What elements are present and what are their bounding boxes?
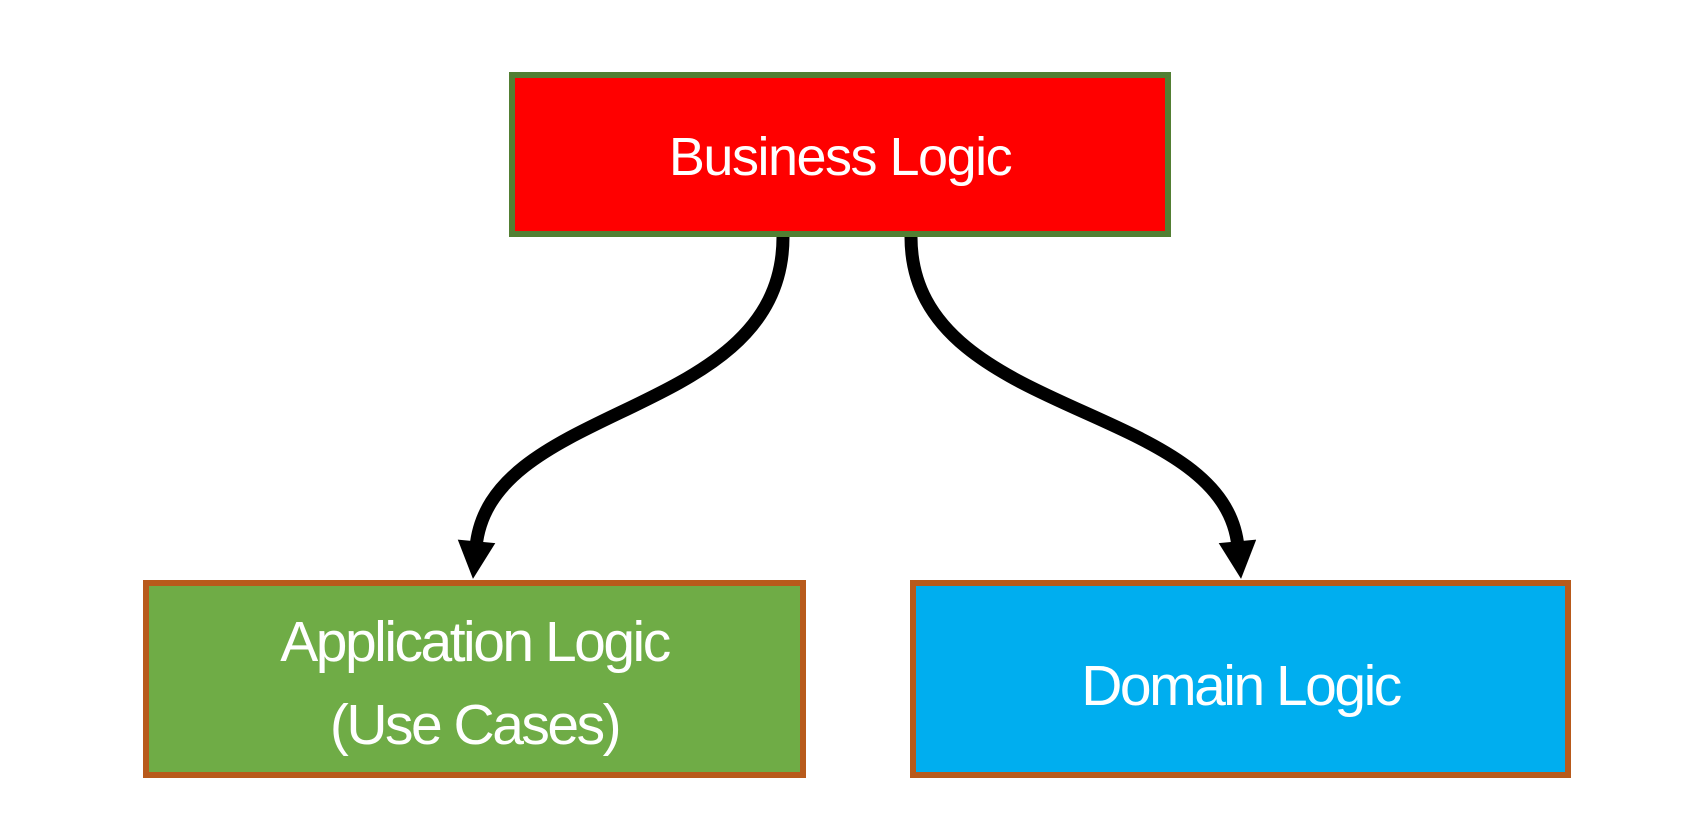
node-business-logic-label: Business Logic — [668, 126, 1013, 187]
curved-arrow-business-to-domain — [904, 236, 1257, 579]
node-domain-logic: Domain Logic — [910, 580, 1571, 778]
node-application-logic: Application Logic (Use Cases) — [143, 580, 806, 778]
curved-arrow-business-to-application — [457, 236, 790, 579]
node-application-logic-label: Application Logic — [280, 610, 671, 675]
node-domain-logic-label: Domain Logic — [1081, 654, 1402, 718]
node-application-logic-sublabel: (Use Cases) — [329, 693, 622, 757]
node-business-logic: Business Logic — [509, 72, 1171, 237]
